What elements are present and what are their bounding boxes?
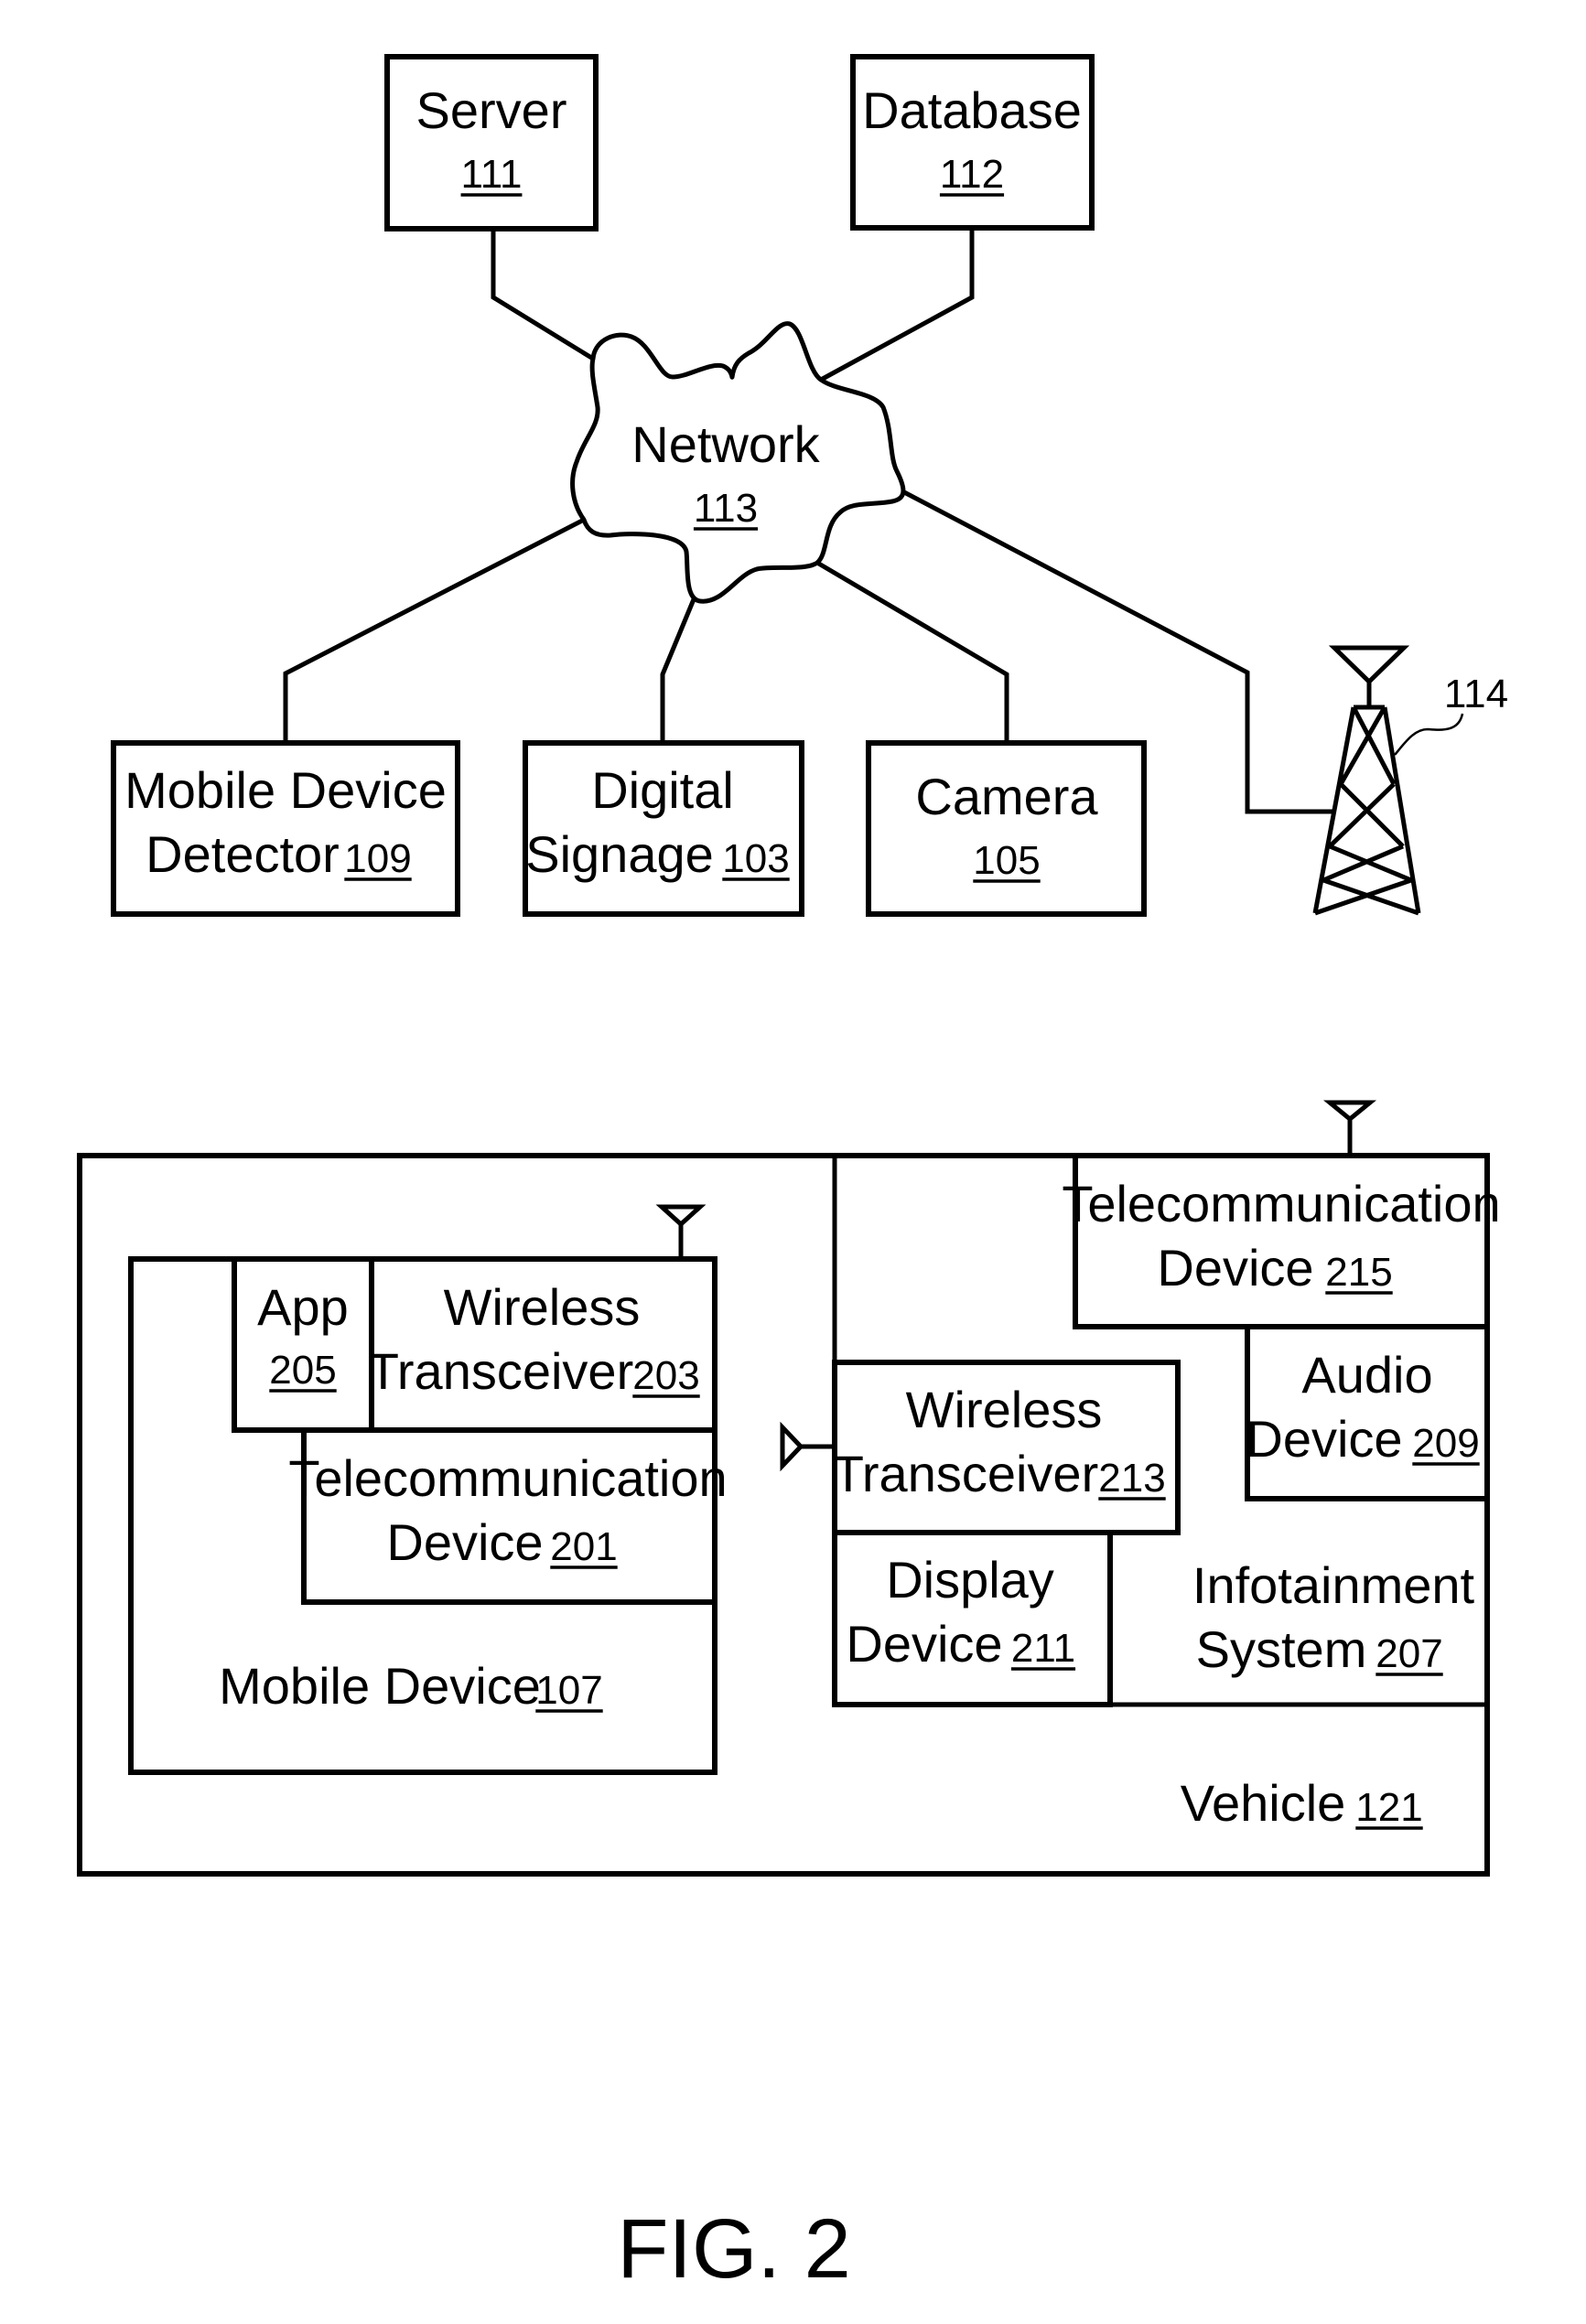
audio-line2: Device: [1246, 1410, 1402, 1468]
mobile-telecom-line1: Telecommunication: [288, 1449, 727, 1507]
vehicle-label: Vehicle: [1181, 1774, 1346, 1832]
audio-line1: Audio: [1301, 1346, 1432, 1404]
vehicle-wireless-transceiver-node: Wireless Transceiver 213: [833, 1362, 1178, 1533]
mobile-wireless-line1: Wireless: [444, 1278, 641, 1336]
tower-leader-line: [1395, 714, 1462, 755]
infotainment-ref: 207: [1376, 1631, 1442, 1676]
signage-line1: Digital: [591, 761, 734, 819]
detector-ref: 109: [344, 836, 411, 881]
camera-node: Camera 105: [869, 743, 1144, 914]
detector-line2: Detector: [146, 825, 340, 883]
database-node: Database 112: [853, 57, 1092, 228]
signage-line2: Signage: [525, 825, 714, 883]
camera-ref: 105: [973, 838, 1040, 883]
display-device-node: Display Device 211: [835, 1533, 1110, 1705]
server-node: Server 111: [387, 57, 596, 229]
network-ref: 113: [694, 486, 758, 531]
server-ref: 111: [461, 152, 523, 197]
mobile-device-detector-node: Mobile Device Detector 109: [113, 743, 458, 914]
infotainment-line2: System: [1196, 1620, 1367, 1678]
app-label: App: [257, 1278, 349, 1336]
vehicle-wireless-line2: Transceiver: [833, 1445, 1098, 1502]
audio-device-node: Audio Device 209: [1246, 1327, 1487, 1499]
camera-label: Camera: [915, 768, 1098, 825]
display-ref: 211: [1011, 1626, 1075, 1671]
cell-tower-icon: [1315, 648, 1419, 913]
mobile-telecom-line2: Device: [386, 1513, 543, 1571]
infotainment-line1: Infotainment: [1192, 1556, 1475, 1614]
vehicle-telecom-device-node: Telecommunication Device 215: [1062, 1156, 1500, 1327]
database-ref: 112: [940, 152, 1004, 197]
audio-ref: 209: [1412, 1421, 1479, 1466]
database-network-link: [821, 228, 972, 380]
tower-ref: 114: [1444, 672, 1508, 716]
mobile-wireless-ref: 203: [632, 1353, 699, 1398]
signage-network-link: [663, 599, 694, 743]
vehicle-telecom-line2: Device: [1157, 1239, 1313, 1296]
mobile-device-label: Mobile Device: [219, 1657, 541, 1715]
network-label: Network: [631, 415, 820, 473]
mobile-telecom-ref: 201: [550, 1524, 617, 1569]
vehicle-telecom-line1: Telecommunication: [1062, 1175, 1500, 1232]
app-ref: 205: [269, 1348, 336, 1393]
vehicle-telecom-ref: 215: [1325, 1250, 1392, 1295]
display-line1: Display: [886, 1551, 1054, 1609]
figure-caption: FIG. 2: [617, 2202, 851, 2296]
vehicle-wireless-ref: 213: [1098, 1456, 1165, 1501]
vehicle-ref: 121: [1355, 1785, 1422, 1830]
signage-ref: 103: [722, 836, 789, 881]
mobile-wireless-transceiver-node: Wireless Transceiver 203: [368, 1259, 715, 1430]
vehicle-wireless-line1: Wireless: [906, 1381, 1103, 1438]
app-node: App 205: [234, 1259, 372, 1430]
mobile-device-ref: 107: [535, 1668, 602, 1713]
server-network-link: [493, 229, 593, 359]
detector-network-link: [286, 520, 584, 743]
mobile-wireless-line2: Transceiver: [368, 1342, 633, 1400]
vehicle-telecom-antenna-icon: [1330, 1103, 1370, 1156]
database-label: Database: [862, 81, 1082, 139]
display-line2: Device: [846, 1615, 1002, 1673]
digital-signage-node: Digital Signage 103: [525, 743, 802, 914]
detector-line1: Mobile Device: [124, 761, 447, 819]
mobile-telecom-device-node: Telecommunication Device 201: [288, 1430, 727, 1602]
server-label: Server: [416, 81, 567, 139]
